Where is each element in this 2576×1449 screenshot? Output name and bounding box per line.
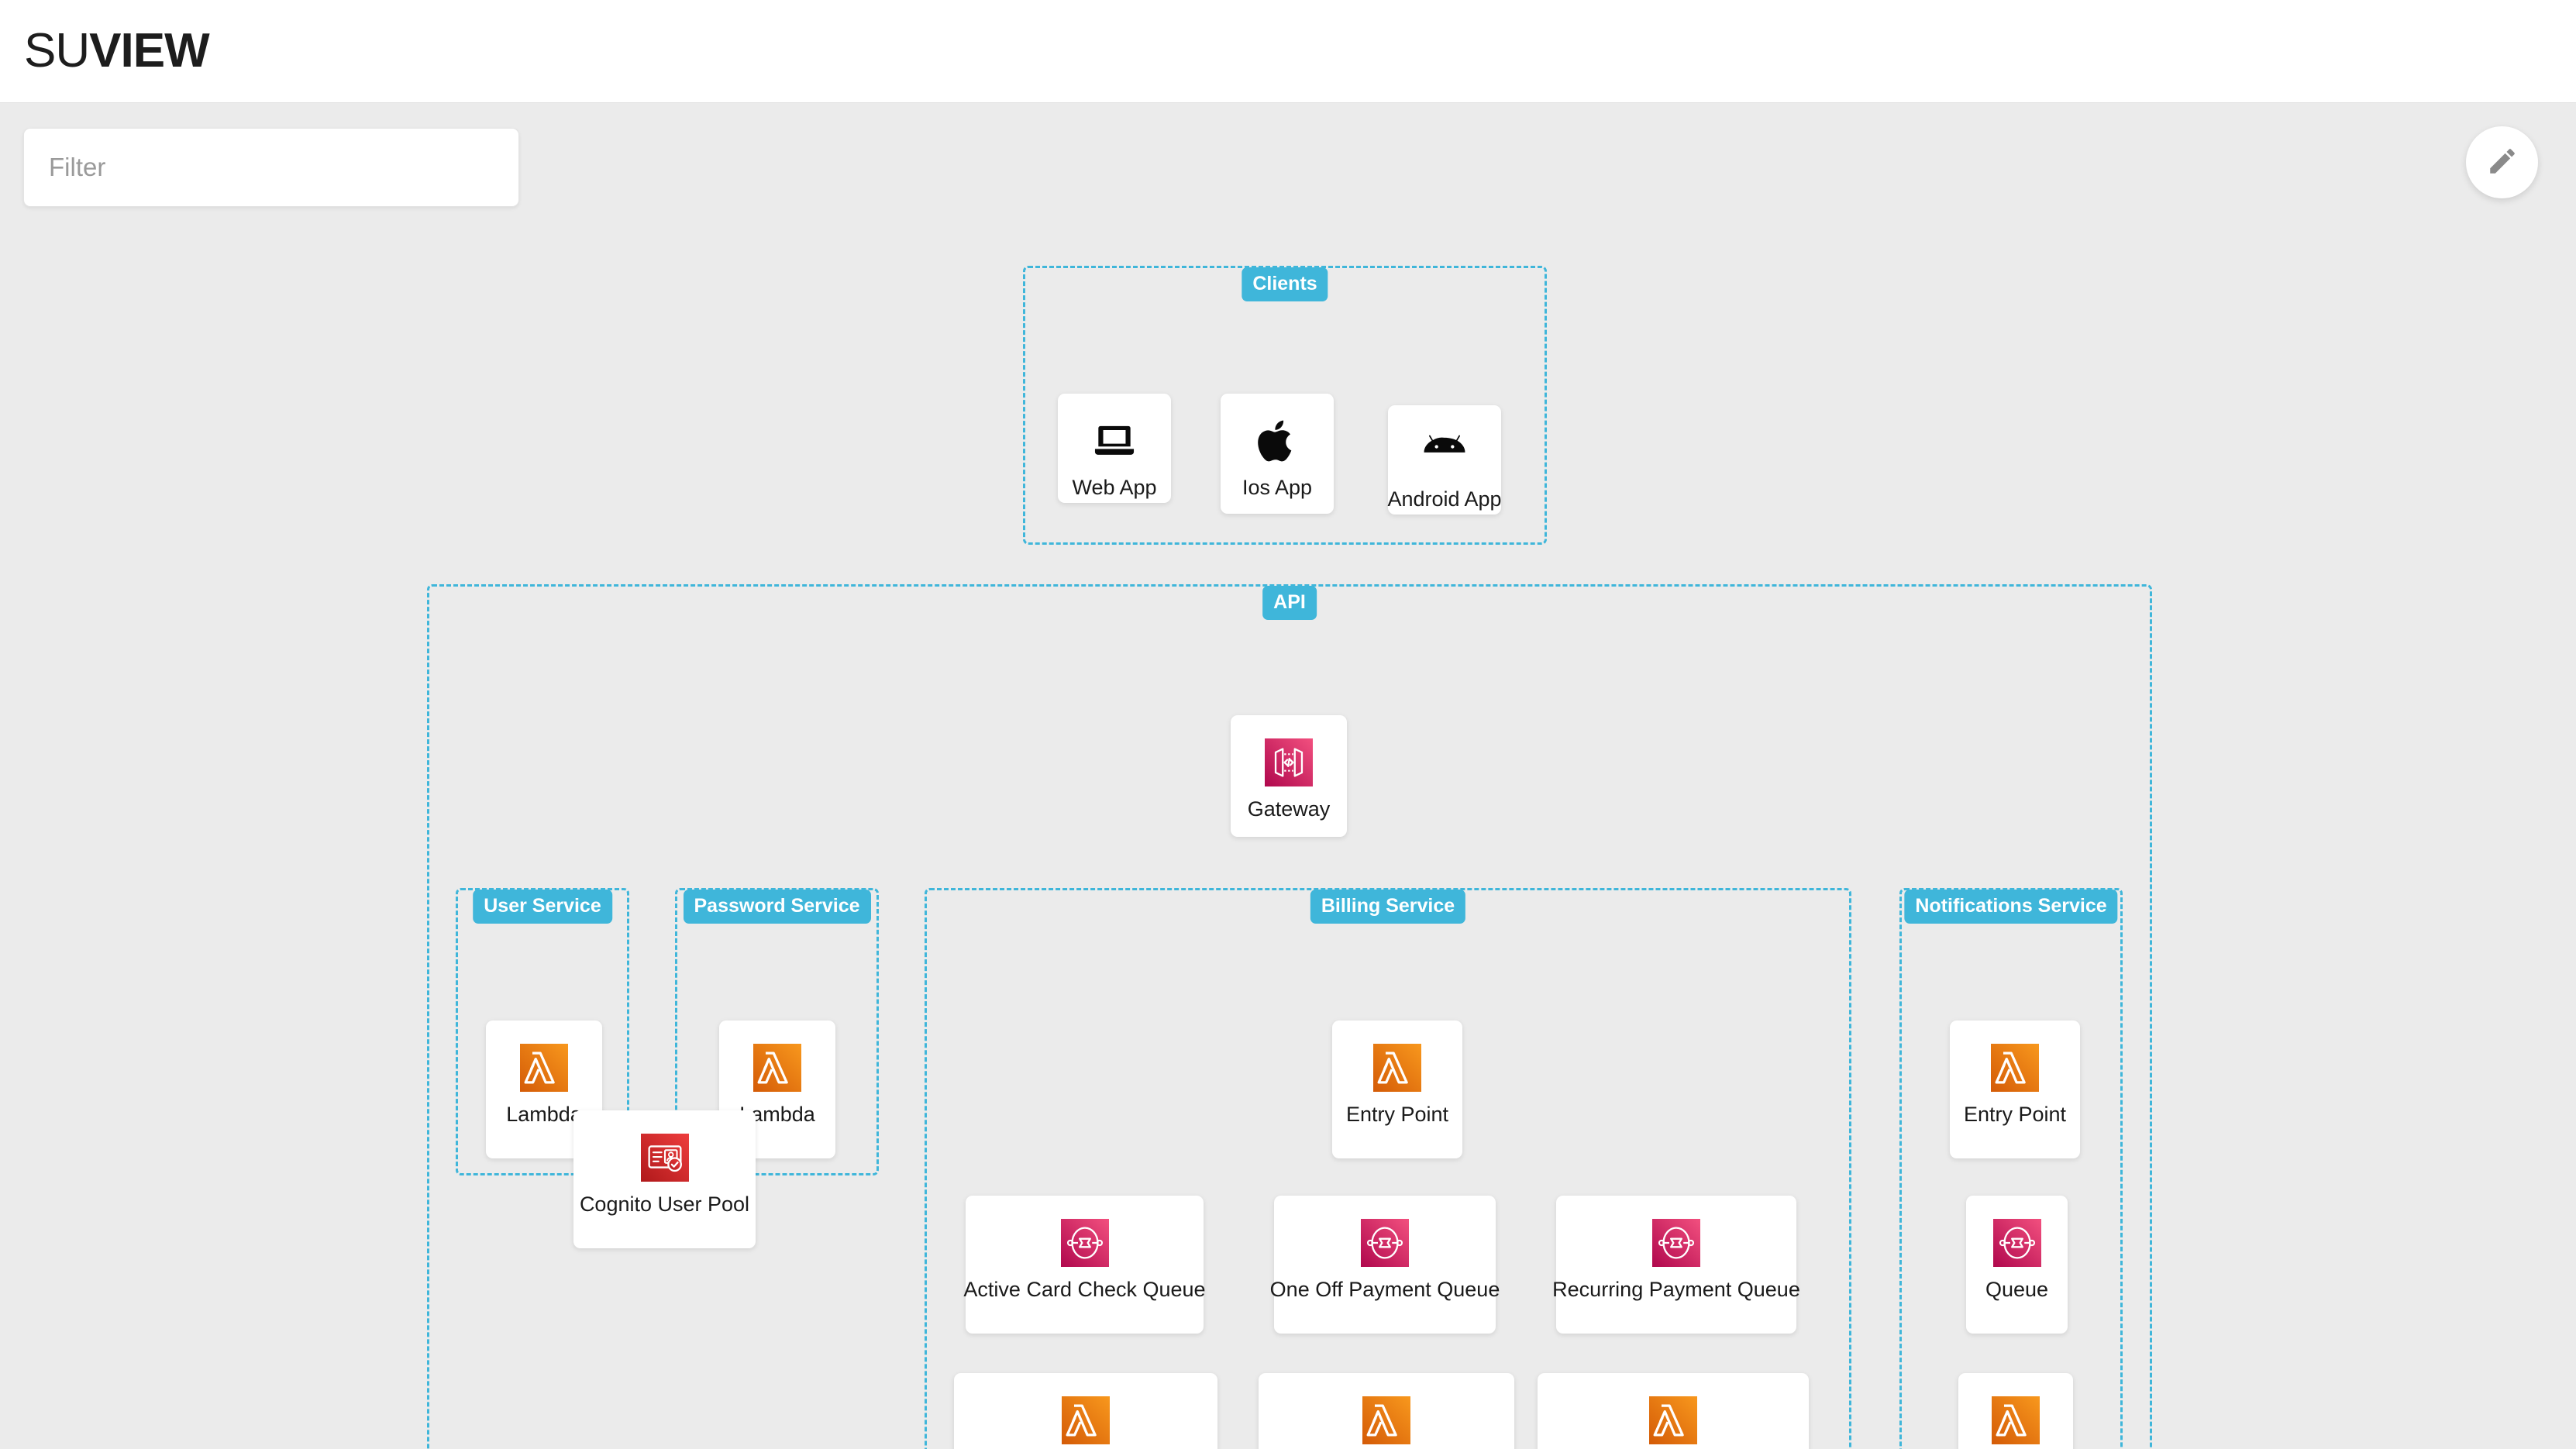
node-label: Active Card Check Queue [963,1278,1206,1301]
lambda-icon [1649,1396,1697,1444]
node-notifications-lambda[interactable]: Lambda [1958,1373,2073,1449]
group-api[interactable]: API Gateway [427,584,2152,1449]
group-label-clients[interactable]: Clients [1242,267,1328,301]
node-active-card-check-queue[interactable]: Active Card Check Queue [963,1196,1206,1334]
apple-icon [1253,417,1301,465]
group-billing-service[interactable]: Billing Service Entry Point Active Card … [925,888,1851,1449]
group-label-user-service[interactable]: User Service [473,890,612,924]
laptop-icon [1090,417,1138,465]
lambda-icon [1992,1396,2040,1444]
node-one-off-payment-queue[interactable]: One Off Payment Queue [1270,1196,1500,1334]
app-logo: SUVIEW [24,24,210,77]
node-cognito-user-pool[interactable]: Cognito User Pool [573,1110,756,1248]
filter-input[interactable] [23,128,519,207]
group-notifications-service[interactable]: Notifications Service Entry Point Queue [1899,888,2123,1449]
logo-prefix: SU [24,24,90,77]
group-label-billing-service[interactable]: Billing Service [1310,890,1466,924]
logo-suffix: VIEW [89,24,209,77]
node-notifications-entry-point[interactable]: Entry Point [1950,1020,2080,1158]
node-label: Gateway [1247,797,1331,821]
group-clients[interactable]: Clients Web App Ios App Android App [1023,266,1547,545]
lambda-icon [1362,1396,1410,1444]
node-label: One Off Payment Queue [1269,1278,1500,1301]
queue-icon [1060,1219,1109,1267]
api-gateway-icon [1265,738,1313,786]
node-label: Lambda [506,1103,582,1126]
node-billing-entry-point[interactable]: Entry Point [1332,1020,1462,1158]
lambda-icon [520,1044,568,1092]
node-recurring-payment-queue[interactable]: Recurring Payment Queue [1552,1196,1800,1334]
group-label-notifications-service[interactable]: Notifications Service [1904,890,2118,924]
node-one-off-payment-consumer[interactable]: One Off Payment Consumer [1259,1373,1514,1449]
group-label-api[interactable]: API [1262,586,1317,620]
lambda-icon [1991,1044,2039,1092]
queue-icon [1652,1219,1700,1267]
node-ios-app[interactable]: Ios App [1221,394,1334,514]
node-label: Android App [1387,487,1502,511]
node-label: Web App [1072,476,1157,499]
node-label: Cognito User Pool [579,1193,750,1216]
node-recurring-payment-consumer[interactable]: Recurring Payment Consumer [1538,1373,1809,1449]
pencil-icon [2486,145,2519,180]
node-notifications-queue[interactable]: Queue [1966,1196,2068,1334]
node-label: Queue [1985,1278,2049,1301]
android-icon [1421,429,1469,477]
group-label-password-service[interactable]: Password Service [683,890,871,924]
lambda-icon [1062,1396,1110,1444]
queue-icon [1361,1219,1409,1267]
lambda-icon [1373,1044,1421,1092]
node-gateway[interactable]: Gateway [1231,715,1347,837]
node-label: Ios App [1242,476,1313,499]
queue-icon [1992,1219,2041,1267]
filter-field-wrapper [23,128,519,207]
edit-button[interactable] [2466,126,2538,198]
node-label: Entry Point [1345,1103,1449,1126]
node-active-card-check-consumer[interactable]: Active Card Check Consumer [954,1373,1217,1449]
cognito-icon [640,1134,689,1182]
app-header: SUVIEW [0,0,2576,103]
lambda-icon [753,1044,801,1092]
node-label: Entry Point [1963,1103,2067,1126]
node-web-app[interactable]: Web App [1058,394,1171,503]
node-android-app[interactable]: Android App [1387,405,1502,515]
node-label: Recurring Payment Queue [1552,1278,1800,1301]
